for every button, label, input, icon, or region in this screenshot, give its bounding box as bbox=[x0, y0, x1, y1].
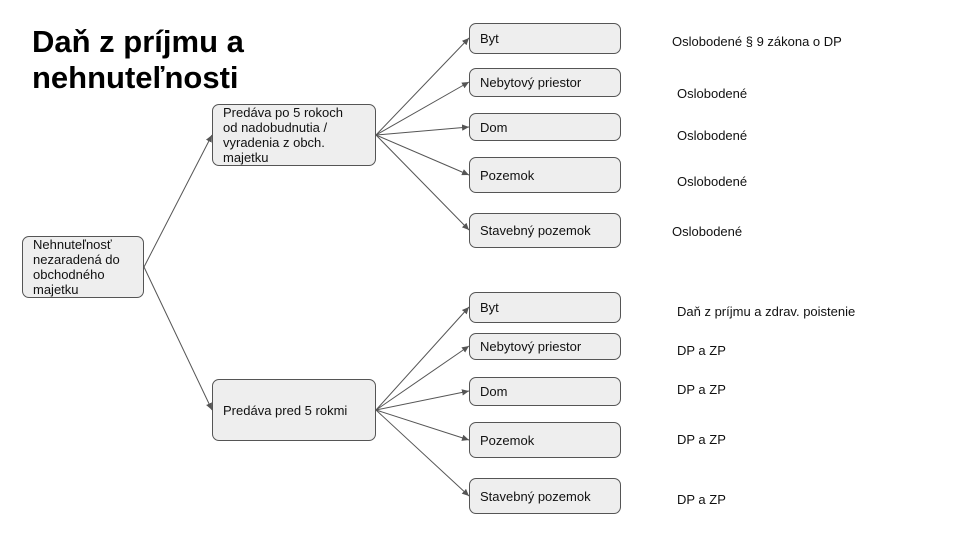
item-node-label: Byt bbox=[480, 31, 499, 46]
item-node-label: Stavebný pozemok bbox=[480, 488, 591, 504]
connector-branch-1-item-3 bbox=[375, 409, 470, 441]
connector-branch-1-item-4 bbox=[375, 409, 470, 497]
connector-branch-0-item-4 bbox=[375, 134, 470, 231]
result-text: Oslobodené bbox=[677, 174, 748, 189]
item-node-pozemok: Pozemok bbox=[469, 422, 621, 458]
item-node-dom: Dom bbox=[469, 377, 621, 406]
item-node-label: Byt bbox=[480, 300, 499, 315]
item-node-label: Nebytový priestor bbox=[480, 339, 582, 354]
item-node-label: Stavebný pozemok bbox=[480, 223, 591, 238]
result-text: DP a ZP bbox=[677, 343, 726, 358]
root-node: Nehnuteľnosť nezaradená do obchodného ma… bbox=[22, 236, 144, 298]
page-title: Daň z príjmu a nehnuteľnosti bbox=[32, 24, 244, 95]
item-node-label: Pozemok bbox=[480, 432, 535, 448]
item-node-nebytovy-priestor: Nebytový priestor bbox=[469, 68, 621, 97]
item-node-stavebny-pozemok: Stavebný pozemok bbox=[469, 478, 621, 514]
result-text: Oslobodené bbox=[672, 224, 743, 239]
connector-branch-0-item-1 bbox=[375, 81, 470, 136]
item-node-stavebny-pozemok: Stavebný pozemok bbox=[469, 213, 621, 248]
result-text: Daň z príjmu a zdrav. poistenie bbox=[677, 304, 856, 319]
item-node-dom: Dom bbox=[469, 113, 621, 141]
result-text: Oslobodené bbox=[677, 128, 748, 143]
branch-node-after-5-years: Predáva po 5 rokoch od nadobudnutia / vy… bbox=[212, 104, 376, 166]
connector-branch-1-item-2 bbox=[375, 389, 470, 411]
result-text: Oslobodené § 9 zákona o DP bbox=[672, 34, 842, 49]
connector-branch-1-item-1 bbox=[375, 345, 470, 411]
connector-branch-0-item-2 bbox=[375, 124, 470, 136]
branch-node-label: Predáva po 5 rokoch od nadobudnutia / vy… bbox=[223, 105, 343, 165]
result-text: DP a ZP bbox=[677, 432, 726, 447]
item-node-label: Nebytový priestor bbox=[480, 75, 582, 90]
connector-root-to-branch-1 bbox=[143, 266, 213, 411]
result-text: DP a ZP bbox=[677, 382, 726, 397]
item-node-label: Dom bbox=[480, 119, 508, 135]
root-node-label: Nehnuteľnosť nezaradená do obchodného ma… bbox=[33, 237, 120, 297]
branch-node-before-5-years: Predáva pred 5 rokmi bbox=[212, 379, 376, 441]
connector-branch-0-item-0 bbox=[375, 37, 470, 136]
result-text: Oslobodené bbox=[677, 86, 748, 101]
item-node-label: Dom bbox=[480, 384, 508, 399]
item-node-pozemok: Pozemok bbox=[469, 157, 621, 193]
connector-branch-1-item-0 bbox=[375, 306, 470, 411]
item-node-nebytovy-priestor: Nebytový priestor bbox=[469, 333, 621, 360]
branch-node-label: Predáva pred 5 rokmi bbox=[223, 402, 348, 418]
connector-root-to-branch-0 bbox=[143, 134, 213, 268]
item-node-byt: Byt bbox=[469, 292, 621, 323]
item-node-label: Pozemok bbox=[480, 167, 535, 183]
item-node-byt: Byt bbox=[469, 23, 621, 54]
connector-branch-0-item-3 bbox=[375, 134, 470, 176]
result-text: DP a ZP bbox=[677, 492, 726, 507]
